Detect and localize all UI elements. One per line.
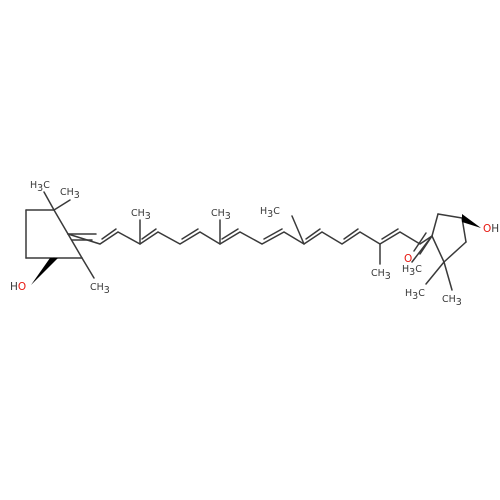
methyl-label: H3C: [405, 288, 425, 302]
methyl-label: CH3: [90, 282, 110, 296]
methyl-label: CH3: [211, 208, 231, 222]
methyl-label: CH3: [442, 294, 462, 308]
methyl-label: H3C: [30, 180, 50, 194]
stereo-wedge: [31, 258, 58, 285]
methyl-label: H3C: [402, 264, 422, 278]
methyl-label: CH3: [131, 208, 151, 222]
left-ring: [25, 191, 97, 279]
carbonyl-oxygen-label: O: [404, 253, 412, 265]
hydroxyl-label: OH: [483, 223, 499, 235]
right-ring: [411, 213, 467, 291]
methyl-label: CH3: [60, 187, 80, 201]
polyene-chain: [67, 215, 433, 265]
hydroxyl-label: HO: [10, 281, 26, 293]
stereo-wedge: [462, 214, 481, 228]
methyl-label: H3C: [260, 206, 280, 220]
methyl-label: CH3: [371, 268, 391, 282]
